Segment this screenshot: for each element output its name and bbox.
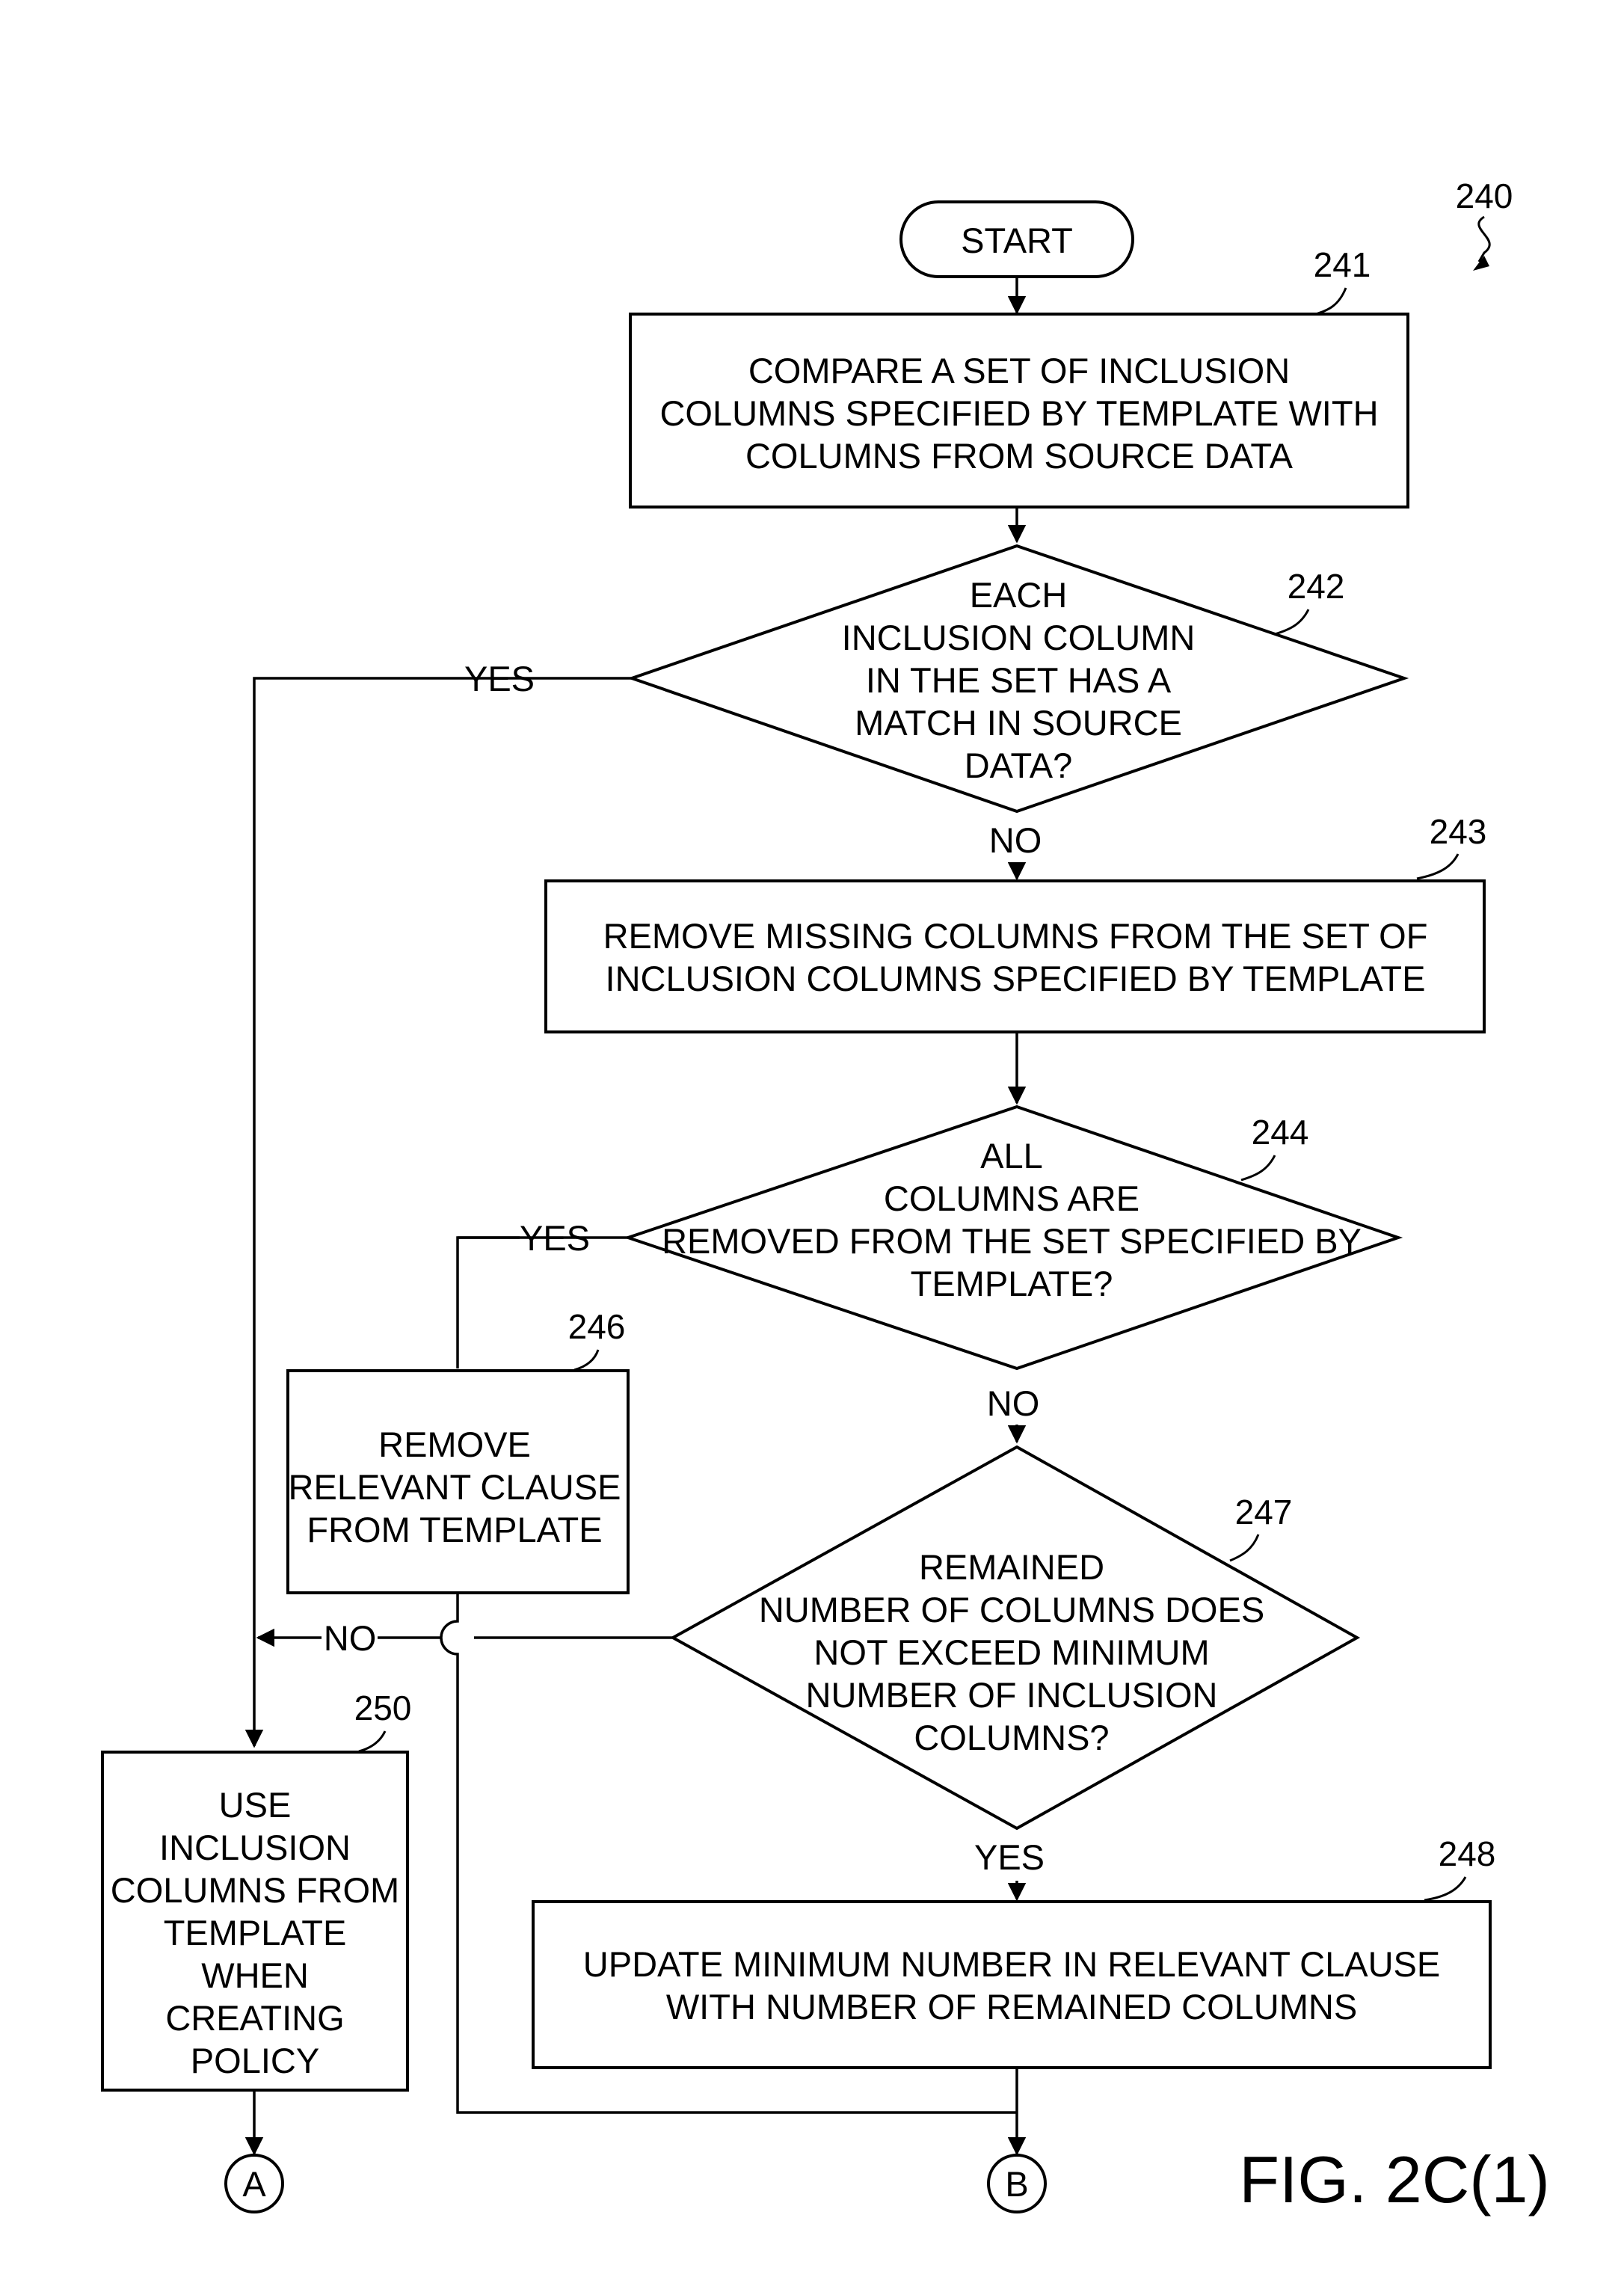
decision-244: ALL COLUMNS ARE REMOVED FROM THE SET SPE…	[628, 1107, 1398, 1368]
start-label: START	[961, 221, 1073, 260]
process-246-line-3: FROM TEMPLATE	[307, 1510, 602, 1549]
decision-244-no-label: NO	[987, 1383, 1040, 1423]
process-250-line-6: CREATING	[165, 1998, 344, 2038]
decision-244-line-1: ALL	[980, 1136, 1043, 1176]
process-246-line-2: RELEVANT CLAUSE	[289, 1467, 621, 1507]
decision-242: EACH INCLUSION COLUMN IN THE SET HAS A M…	[632, 546, 1404, 811]
process-248-box	[533, 1902, 1490, 2068]
decision-247-no-label: NO	[324, 1618, 377, 1658]
figure-ref-number: 240	[1456, 176, 1513, 215]
process-250-leader	[359, 1731, 385, 1751]
process-250-line-4: TEMPLATE	[164, 1913, 347, 1952]
decision-247-line-4: NUMBER OF INCLUSION	[806, 1675, 1218, 1715]
process-241-leader	[1316, 288, 1346, 314]
process-250-line-7: POLICY	[191, 2041, 319, 2080]
decision-244-ref: 244	[1252, 1113, 1309, 1152]
process-246-line-1: REMOVE	[378, 1425, 531, 1464]
start-terminal: START	[901, 202, 1133, 277]
process-248-ref: 248	[1439, 1834, 1496, 1873]
process-250-line-5: WHEN	[201, 1955, 309, 1995]
process-250-line-2: INCLUSION	[159, 1828, 351, 1867]
connector-A: A	[226, 2155, 283, 2212]
process-241-line-1: COMPARE A SET OF INCLUSION	[748, 351, 1290, 390]
decision-244-yes-label: YES	[520, 1218, 590, 1258]
decision-242-line-1: EACH	[970, 575, 1068, 615]
decision-247-ref: 247	[1235, 1493, 1293, 1531]
process-243-box	[546, 881, 1484, 1032]
process-243-line-1: REMOVE MISSING COLUMNS FROM THE SET OF	[603, 916, 1428, 956]
process-246-ref: 246	[568, 1307, 626, 1346]
connector-A-label: A	[242, 2164, 266, 2204]
decision-244-line-2: COLUMNS ARE	[884, 1179, 1139, 1218]
decision-247-leader	[1230, 1534, 1258, 1561]
figure-caption: FIG. 2C(1)	[1239, 2142, 1550, 2216]
decision-242-line-4: MATCH IN SOURCE	[855, 703, 1182, 743]
decision-247-line-3: NOT EXCEED MINIMUM	[813, 1632, 1209, 1672]
decision-242-no-label: NO	[989, 820, 1042, 860]
decision-247-line-1: REMAINED	[919, 1547, 1104, 1587]
decision-242-line-2: INCLUSION COLUMN	[842, 618, 1196, 657]
process-241-line-2: COLUMNS SPECIFIED BY TEMPLATE WITH	[659, 393, 1378, 433]
decision-247-yes-label: YES	[974, 1837, 1045, 1877]
process-248-line-2: WITH NUMBER OF REMAINED COLUMNS	[666, 1987, 1357, 2027]
decision-242-leader	[1275, 609, 1308, 634]
process-248-line-1: UPDATE MINIMUM NUMBER IN RELEVANT CLAUSE	[583, 1944, 1440, 1984]
process-250-ref: 250	[354, 1689, 412, 1727]
decision-247: REMAINED NUMBER OF COLUMNS DOES NOT EXCE…	[673, 1447, 1357, 1828]
decision-242-ref: 242	[1288, 567, 1345, 606]
process-243-leader	[1417, 854, 1458, 879]
process-243-line-2: INCLUSION COLUMNS SPECIFIED BY TEMPLATE	[606, 959, 1426, 998]
decision-244-leader	[1241, 1155, 1275, 1180]
process-241-line-3: COLUMNS FROM SOURCE DATA	[745, 436, 1294, 476]
connector-B-label: B	[1005, 2164, 1028, 2204]
process-250-line-3: COLUMNS FROM	[111, 1870, 399, 1910]
process-250-line-1: USE	[219, 1785, 292, 1825]
decision-242-line-3: IN THE SET HAS A	[866, 660, 1172, 700]
process-243-ref: 243	[1430, 812, 1487, 851]
process-241: COMPARE A SET OF INCLUSION COLUMNS SPECI…	[630, 245, 1408, 507]
process-246-leader	[574, 1350, 598, 1370]
figure-ref-240: 240	[1456, 176, 1513, 271]
connector-B: B	[988, 2155, 1045, 2212]
process-248-leader	[1424, 1877, 1465, 1900]
process-241-ref: 241	[1314, 245, 1371, 284]
process-250: USE INCLUSION COLUMNS FROM TEMPLATE WHEN…	[102, 1689, 411, 2090]
decision-244-line-4: TEMPLATE?	[911, 1264, 1113, 1303]
decision-242-yes-label: YES	[464, 659, 535, 698]
figure-ref-squiggle	[1479, 217, 1489, 262]
decision-244-line-3: REMOVED FROM THE SET SPECIFIED BY	[662, 1221, 1362, 1261]
decision-242-line-5: DATA?	[965, 746, 1073, 785]
decision-247-line-2: NUMBER OF COLUMNS DOES	[759, 1590, 1264, 1629]
decision-247-line-5: COLUMNS?	[914, 1718, 1109, 1757]
